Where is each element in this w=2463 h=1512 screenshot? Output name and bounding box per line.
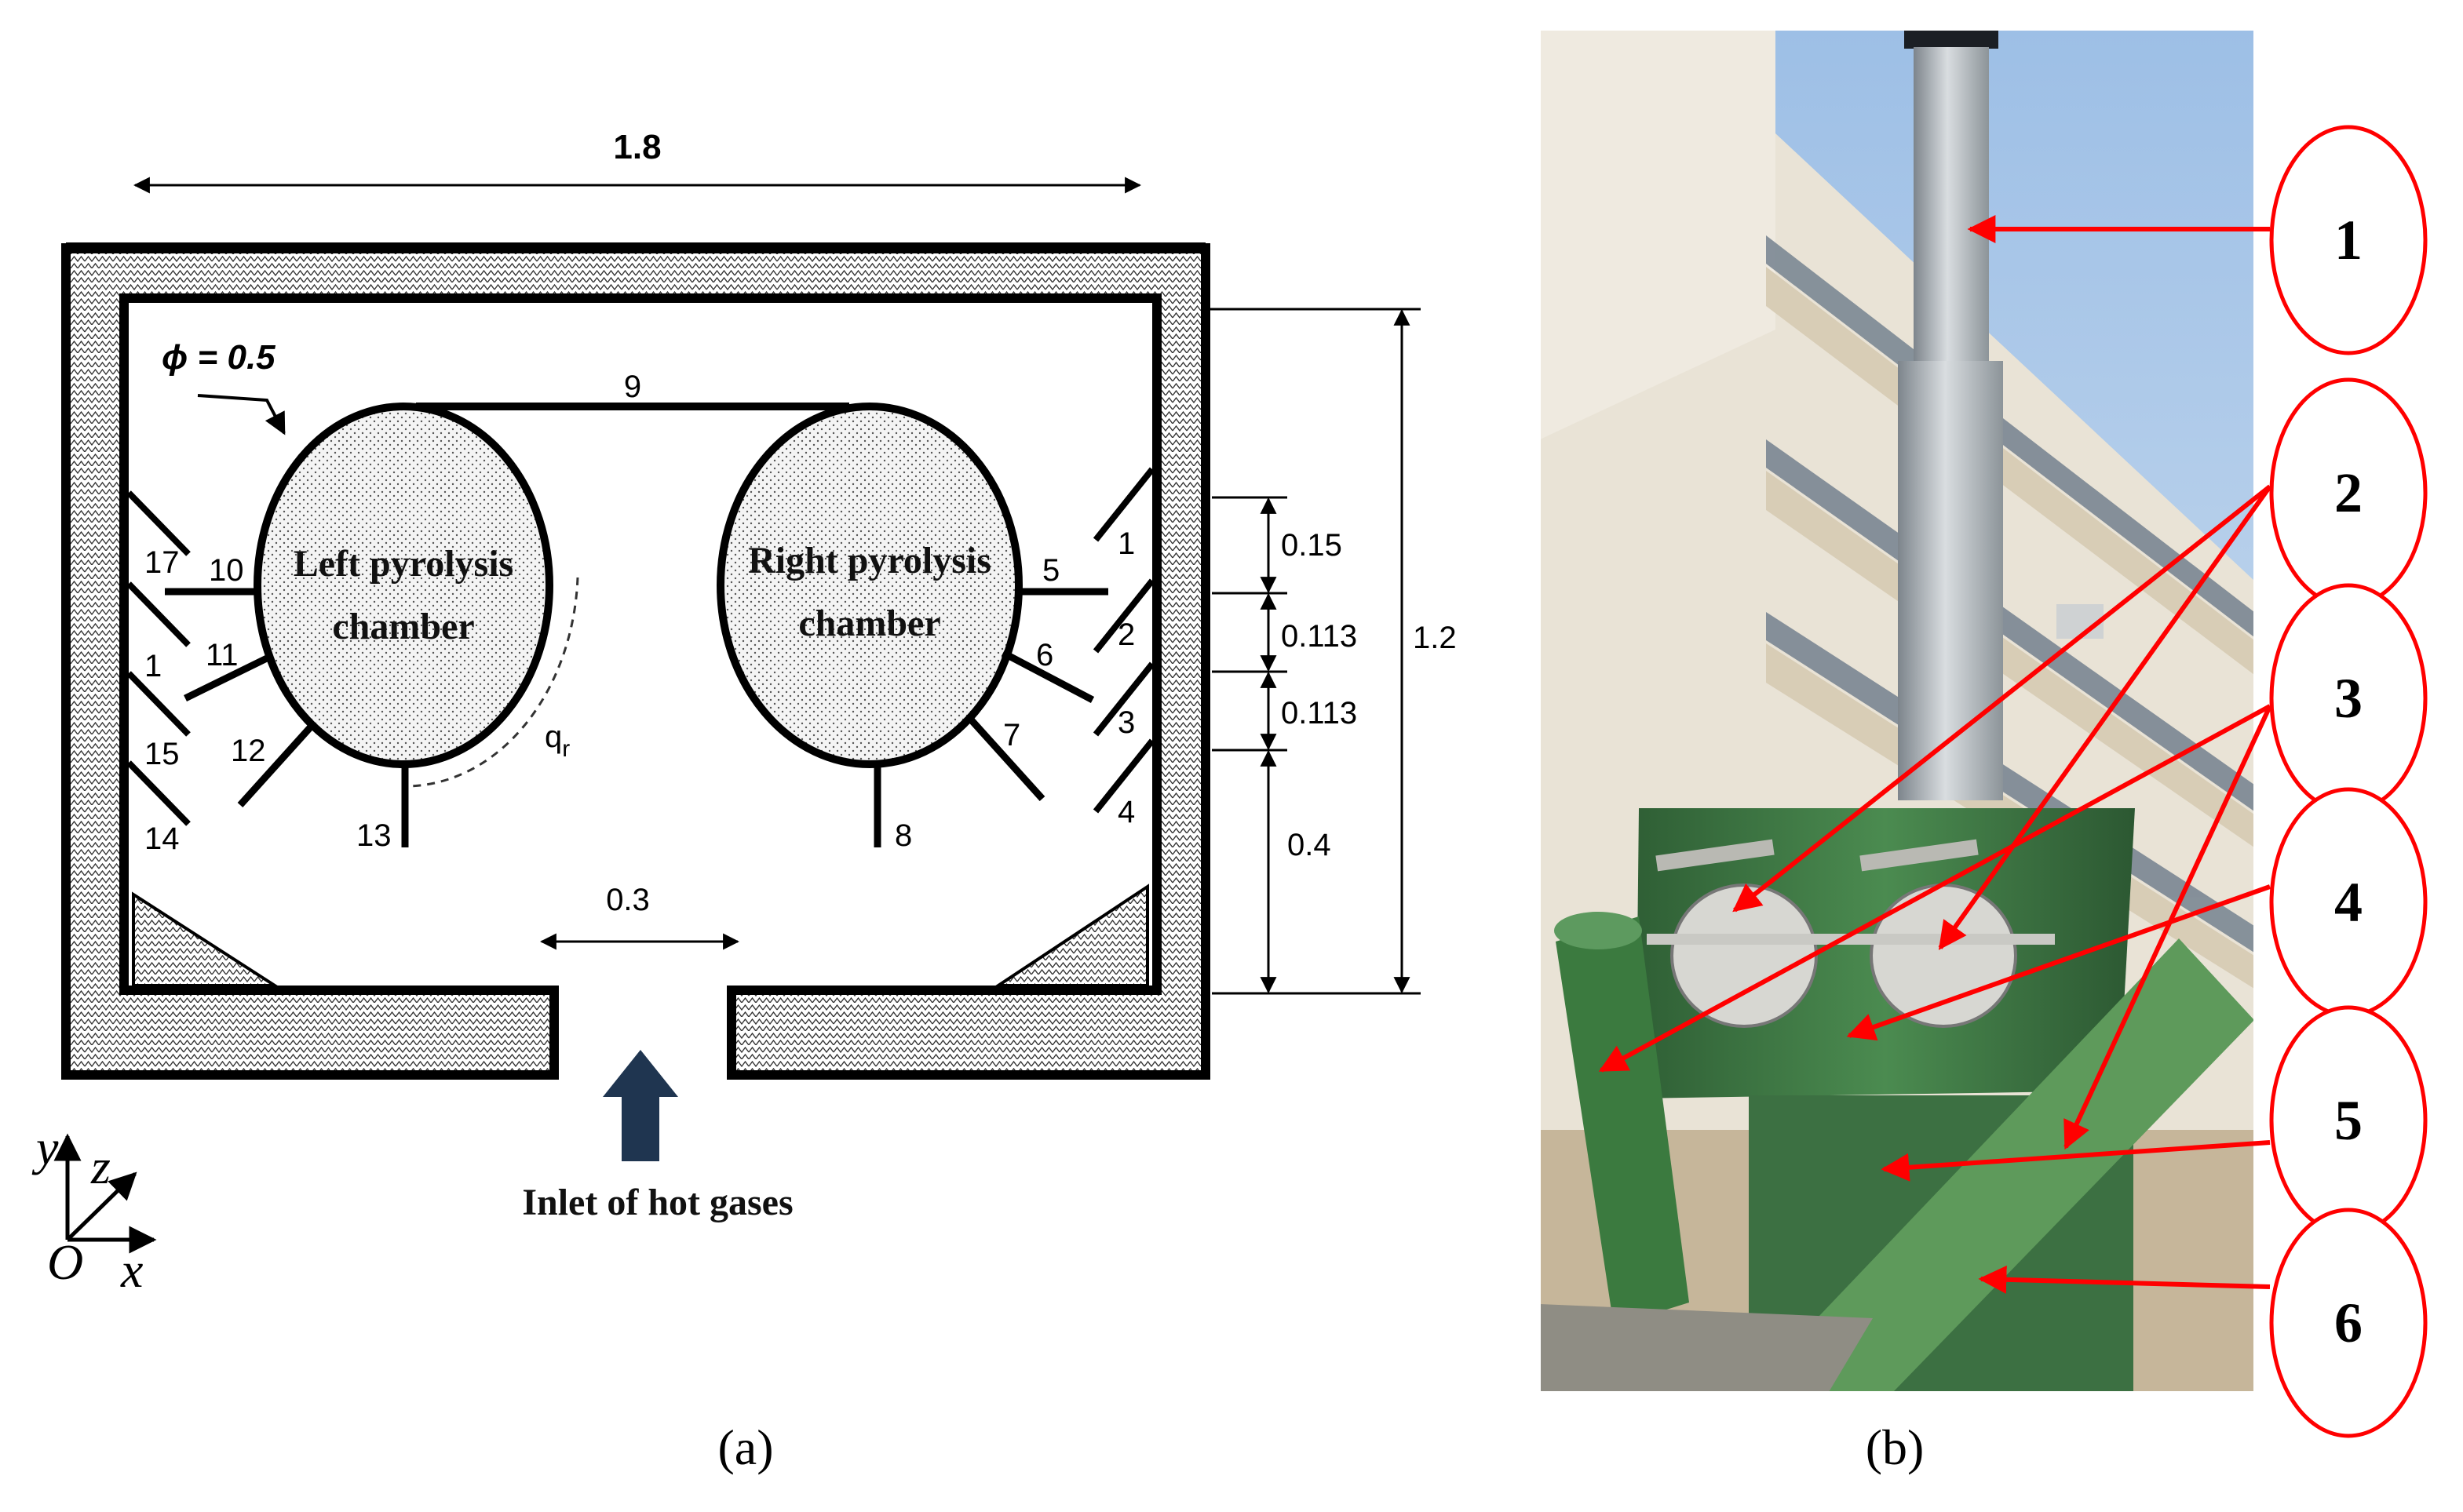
spacing-label-1: 0.15 <box>1281 528 1342 563</box>
right-wall-label-1: 1 <box>1118 526 1135 561</box>
width-dimension-label: 1.8 <box>613 128 661 166</box>
schematic-panel: 1.8 ϕ = 0.5 9 Left pyrolysis chamber Rig… <box>31 128 1457 1475</box>
left-pyrolysis-chamber <box>254 403 553 768</box>
spacing-label-2: 0.113 <box>1281 619 1357 654</box>
left-wall-label-1: 1 <box>144 649 162 683</box>
photo-illustration <box>1540 30 2254 1392</box>
point-label-12: 12 <box>231 734 266 768</box>
callout-circles <box>2269 125 2428 1438</box>
callout-arrows <box>1598 215 2272 1294</box>
callout-label-5: 5 <box>2334 1089 2363 1152</box>
left-corner-fillet <box>132 891 280 987</box>
axis-y-label: y <box>31 1120 59 1175</box>
right-wall-label-3: 3 <box>1118 705 1135 740</box>
point-label-9: 9 <box>624 370 641 404</box>
callout-label-2: 2 <box>2334 461 2363 524</box>
right-chamber-fins <box>874 588 1108 847</box>
callout-circle-1 <box>2269 125 2428 355</box>
spacing-label-3: 0.113 <box>1281 696 1357 730</box>
inlet-width-label: 0.3 <box>606 883 650 917</box>
right-wall-label-2: 2 <box>1118 618 1135 652</box>
callout-label-1: 1 <box>2334 209 2363 271</box>
right-corner-fillet <box>993 884 1149 987</box>
radiation-label: qr <box>545 720 570 762</box>
spacing-label-4: 0.4 <box>1287 828 1331 862</box>
left-chamber-label-line1: Left pyrolysis <box>294 543 513 585</box>
right-pyrolysis-chamber <box>717 403 1023 768</box>
caption-a: (a) <box>717 1419 773 1475</box>
height-dimension-label: 1.2 <box>1413 621 1457 655</box>
radiation-arc <box>407 577 579 788</box>
point-label-13: 13 <box>356 818 392 853</box>
inlet-arrow-icon <box>603 1050 678 1161</box>
inlet-label: Inlet of hot gases <box>522 1182 793 1223</box>
left-wall-label-14: 14 <box>144 822 180 856</box>
point-label-6: 6 <box>1036 638 1053 672</box>
coordinate-axes-icon <box>53 1133 157 1254</box>
callout-label-4: 4 <box>2334 871 2363 934</box>
point-label-5: 5 <box>1042 553 1060 588</box>
right-wall-fins <box>1093 467 1155 814</box>
point-label-8: 8 <box>895 818 912 853</box>
right-wall-label-4: 4 <box>1118 795 1135 829</box>
callout-circle-6 <box>2269 1208 2428 1438</box>
left-wall-label-15: 15 <box>144 737 180 771</box>
left-chamber-label-line2: chamber <box>332 606 474 647</box>
caption-b: (b) <box>1866 1419 1925 1475</box>
axis-origin-label: O <box>47 1234 83 1290</box>
left-wall-fins <box>126 490 191 826</box>
insulation-wall <box>61 243 1210 1080</box>
callout-label-3: 3 <box>2334 667 2363 730</box>
diameter-label: ϕ = 0.5 <box>162 338 275 377</box>
point-label-11: 11 <box>206 638 239 672</box>
left-wall-label-17: 17 <box>144 545 180 580</box>
point-label-10: 10 <box>209 553 244 588</box>
callout-label-6: 6 <box>2334 1292 2363 1354</box>
right-chamber-label-line1: Right pyrolysis <box>748 540 991 581</box>
point-label-7: 7 <box>1003 718 1020 752</box>
photo-panel: 1 2 3 4 5 6 (b) <box>1539 29 2428 1475</box>
right-chamber-label-line2: chamber <box>798 603 940 644</box>
axis-z-label: z <box>90 1139 111 1194</box>
left-chamber-fins <box>165 588 409 847</box>
axis-x-label: x <box>120 1242 143 1298</box>
diameter-leader <box>197 394 286 435</box>
right-dimension-chain <box>1206 308 1421 995</box>
